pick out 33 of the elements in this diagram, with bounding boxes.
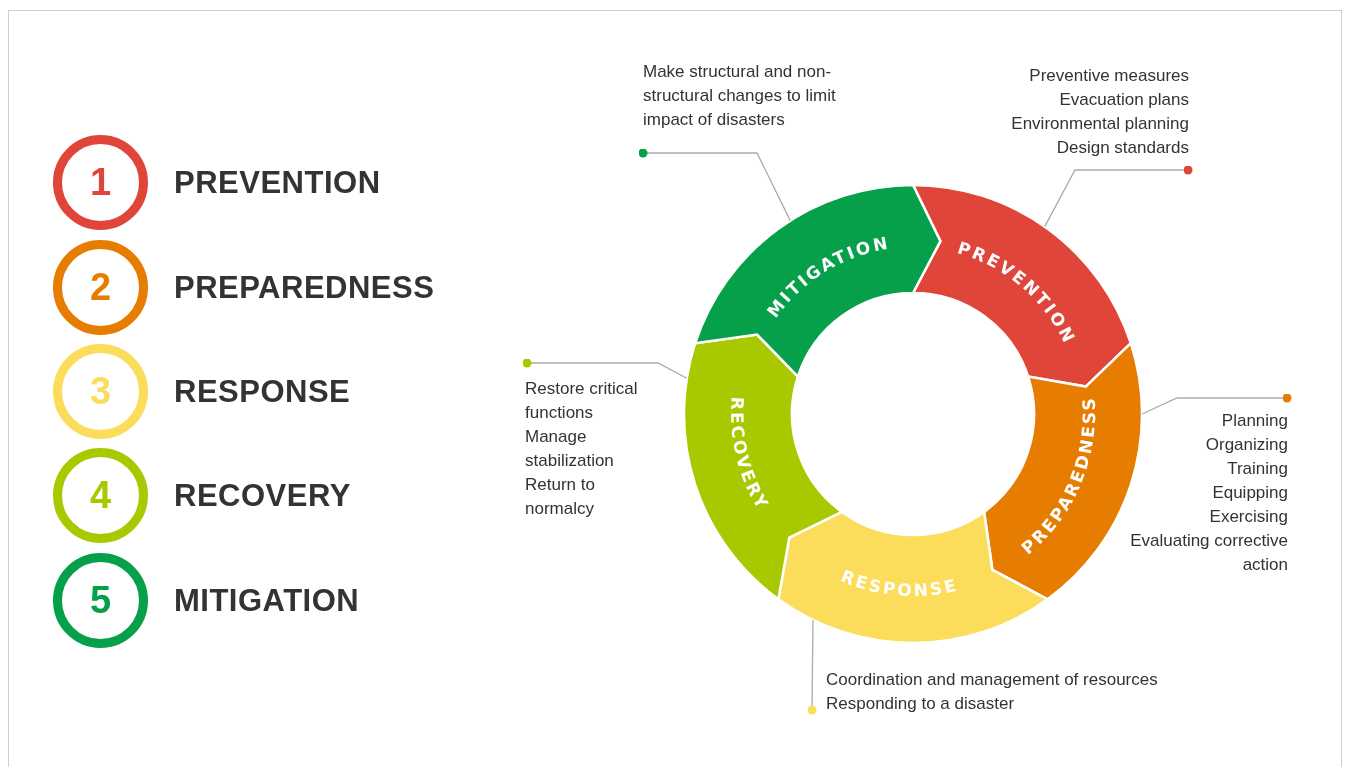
annotation-text: Evacuation plans (1059, 89, 1189, 111)
number-badge: 4 (53, 448, 148, 543)
annotation-text: Organizing (1205, 434, 1288, 456)
phase-name: RESPONSE (174, 373, 351, 410)
annotation-text: Design standards (1056, 137, 1189, 159)
annotation-text: Manage stabilization (525, 426, 615, 472)
annotation-text: Responding to a disaster (826, 693, 1015, 715)
cycle-segment (693, 183, 942, 378)
number-badge: 2 (53, 240, 148, 335)
annotation-text: Restore critical functions (525, 378, 639, 424)
annotation-text: Training (1227, 458, 1288, 480)
leader-line (638, 148, 791, 222)
annotation-text: Equipping (1212, 482, 1288, 504)
annotation-text: Preventive measures (1029, 65, 1189, 87)
annotation-text: Make structural and non-structural changes to limit impact of disasters (643, 61, 837, 131)
phase-name: PREVENTION (174, 164, 381, 201)
number-badge: 3 (53, 344, 148, 439)
annotation-text: Exercising (1209, 506, 1288, 528)
leader-line (1044, 165, 1193, 228)
phase-name: PREPAREDNESS (174, 269, 435, 306)
annotation-text: Coordination and management of resources (826, 669, 1158, 691)
annotation-text: Planning (1221, 410, 1288, 432)
annotation-text: Evaluating corrective action (1129, 530, 1288, 576)
phase-name: RECOVERY (174, 477, 351, 514)
annotation-text: Return to normalcy (525, 474, 596, 520)
leader-line (522, 358, 688, 379)
number-badge: 1 (53, 135, 148, 230)
number-badge: 5 (53, 553, 148, 648)
phase-name: MITIGATION (174, 582, 360, 619)
leader-line (1141, 393, 1292, 415)
leader-line (807, 619, 817, 715)
annotation-text: Environmental planning (1011, 113, 1189, 135)
segment-label: RESPONSE (838, 565, 961, 601)
